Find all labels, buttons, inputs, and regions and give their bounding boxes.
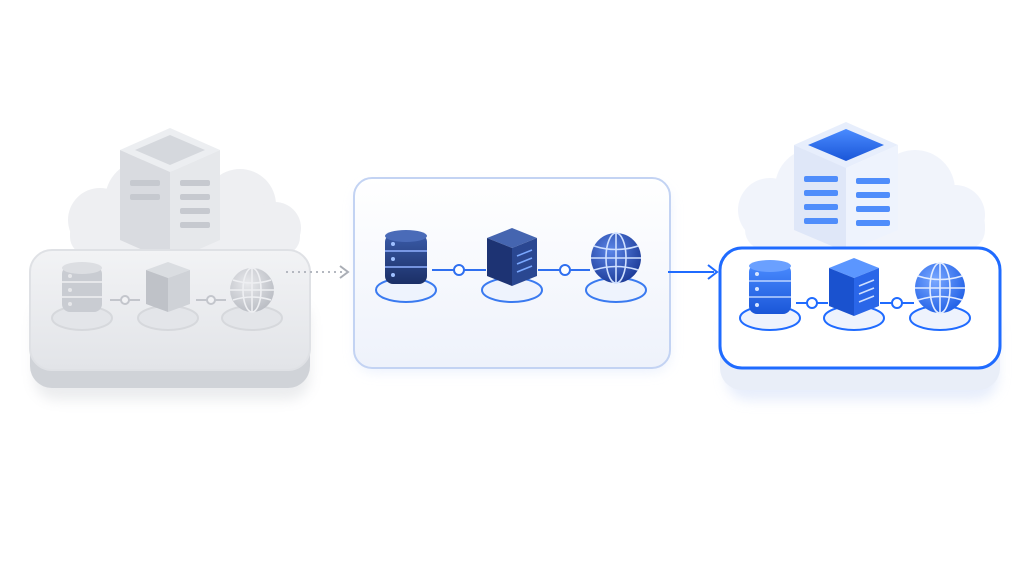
database-icon (62, 262, 102, 312)
legacy-environment (29, 128, 311, 400)
connector-dotted-arrow (286, 265, 350, 279)
database-icon (385, 230, 427, 284)
cloud-environment (718, 122, 1002, 400)
server-icon (487, 228, 537, 286)
globe-icon (915, 262, 965, 314)
server-icon (829, 258, 879, 316)
transition-environment (353, 177, 671, 372)
globe-icon (591, 232, 641, 284)
globe-icon (230, 267, 274, 313)
building-icon (120, 128, 220, 262)
server-icon (146, 262, 190, 312)
database-icon (749, 260, 791, 314)
building-icon (794, 122, 898, 252)
connector-solid-arrow (668, 264, 719, 280)
